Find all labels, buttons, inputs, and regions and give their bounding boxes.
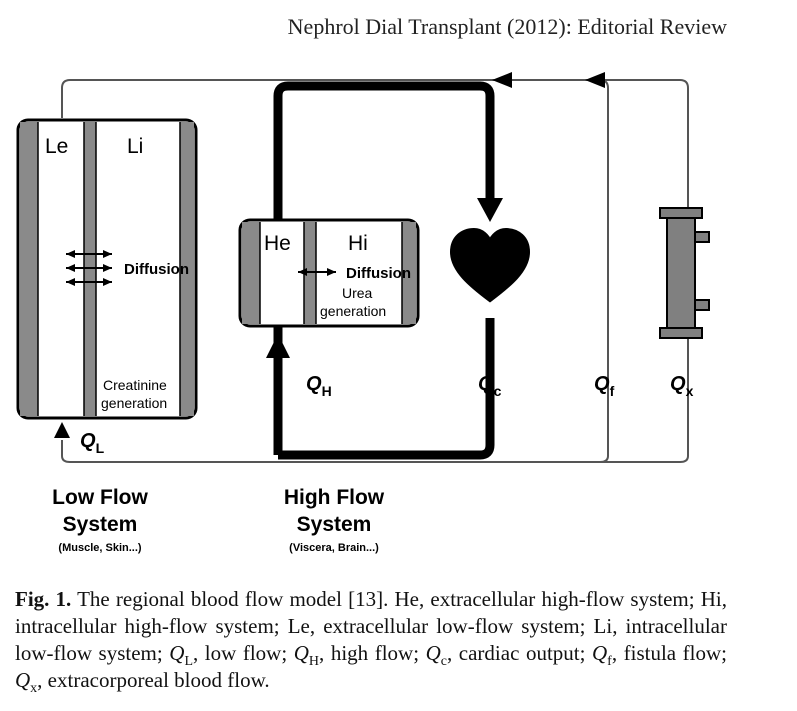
dialyser-icon bbox=[659, 207, 710, 339]
caption-qf: Q bbox=[592, 641, 608, 665]
caption-qx: Q bbox=[15, 668, 31, 692]
compartment-le: Le bbox=[45, 135, 68, 158]
high-system-note: (Viscera, Brain...) bbox=[289, 542, 379, 554]
urea-label-2: generation bbox=[320, 303, 386, 319]
heart-icon bbox=[449, 227, 531, 303]
flow-qx: Qx bbox=[670, 373, 694, 399]
caption-text: , high flow; bbox=[319, 641, 426, 665]
diffusion-low-label: Diffusion bbox=[124, 261, 189, 278]
caption-ql-sub: L bbox=[184, 654, 193, 670]
caption-text: , extracorporeal blood flow. bbox=[37, 668, 270, 692]
caption-qc-sub: c bbox=[440, 654, 447, 670]
qh-up-arrow bbox=[266, 334, 290, 358]
caption-text: , cardiac output; bbox=[446, 641, 592, 665]
figure-number: Fig. 1. bbox=[15, 587, 72, 611]
journal-header: Nephrol Dial Transplant (2012): Editoria… bbox=[287, 14, 727, 39]
flow-qc: Qc bbox=[478, 373, 502, 399]
diffusion-high-label: Diffusion bbox=[346, 265, 411, 282]
low-system-line2: System bbox=[63, 513, 138, 536]
fistula-return-arrow bbox=[585, 72, 605, 88]
urea-label-1: Urea bbox=[342, 285, 373, 301]
caption-text: The regional blood flow model [13]. He, … bbox=[15, 587, 727, 665]
caption-qc: Q bbox=[425, 641, 441, 665]
flow-ql: QL bbox=[80, 430, 105, 456]
low-diffusion-arrows bbox=[66, 250, 112, 286]
caption-qf-sub: f bbox=[607, 654, 612, 670]
down-arrow-to-heart bbox=[477, 198, 503, 222]
ql-up-arrow bbox=[54, 422, 70, 438]
heart-lower-line bbox=[278, 318, 495, 460]
caption-text: , fistula flow; bbox=[611, 641, 728, 665]
caption-text: , low flow; bbox=[193, 641, 294, 665]
caption-qh: Q bbox=[293, 641, 309, 665]
caption-qh-sub: H bbox=[308, 654, 320, 670]
low-flow-circuit-line bbox=[61, 79, 609, 463]
compartment-he: He bbox=[264, 232, 291, 255]
figure-caption: Fig. 1. The regional blood flow model [1… bbox=[15, 586, 728, 697]
high-system-line1: High Flow bbox=[284, 486, 385, 509]
blood-flow-diagram: Le Li Diffusion Creatinine generation He… bbox=[16, 72, 710, 554]
creatinine-label-1: Creatinine bbox=[103, 377, 167, 393]
flow-qh: QH bbox=[306, 373, 332, 399]
low-system-line1: Low Flow bbox=[52, 486, 148, 509]
high-flow-circuit bbox=[273, 81, 495, 455]
compartment-hi: Hi bbox=[348, 232, 368, 255]
low-system-note: (Muscle, Skin...) bbox=[58, 542, 141, 554]
flow-qf: Qf bbox=[594, 373, 615, 399]
caption-ql: Q bbox=[169, 641, 185, 665]
caption-qx-sub: x bbox=[30, 681, 38, 697]
high-system-line2: System bbox=[297, 513, 372, 536]
compartment-li: Li bbox=[127, 135, 143, 158]
creatinine-label-2: generation bbox=[101, 395, 167, 411]
